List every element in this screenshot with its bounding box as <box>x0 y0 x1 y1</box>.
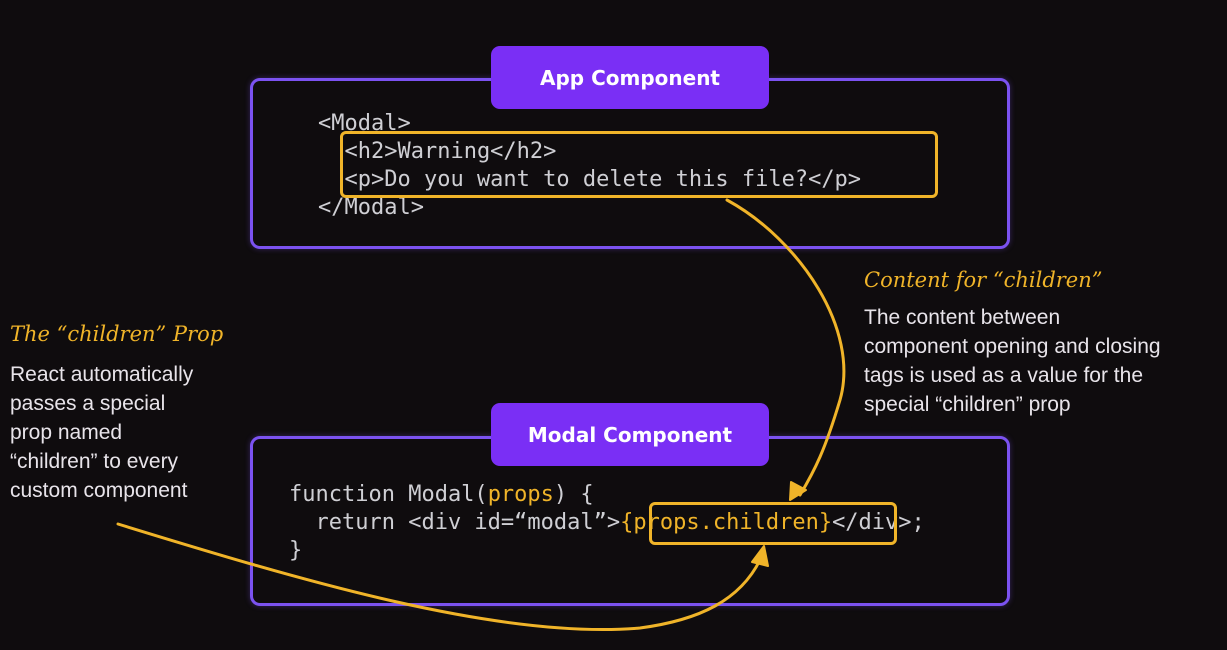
children-content-highlight <box>340 131 938 198</box>
children-prop-to-code-arrow <box>116 522 762 632</box>
content-to-children-arrow <box>725 198 846 497</box>
app-code-line-4: </Modal> <box>318 195 424 220</box>
children-prop-note-body: React automatically passes a special pro… <box>10 363 194 502</box>
modal-code-line-2-suffix: </div>; <box>832 510 925 535</box>
props-children-highlight <box>649 502 897 545</box>
app-component-badge: App Component <box>491 46 769 109</box>
content-for-children-note-body: The content between component opening an… <box>864 306 1161 416</box>
modal-code-line-2-prefix: return <div id=“modal”> <box>289 510 621 535</box>
modal-component-badge: Modal Component <box>491 403 769 466</box>
app-code-line-3: <p>Do you want to delete this file?</p> <box>318 167 862 192</box>
props-children-expression: {props.children} <box>620 510 833 535</box>
modal-code-line-1-prefix: function Modal( <box>289 482 488 507</box>
content-to-children-arrowhead <box>789 481 807 501</box>
children-prop-note-title: The “children” Prop <box>10 322 224 346</box>
content-for-children-note-title: Content for “children” <box>864 268 1103 292</box>
modal-code-line-1: function Modal(props) { <box>289 481 594 509</box>
modal-code-line-1-suffix: ) { <box>553 482 594 507</box>
props-param: props <box>487 482 554 507</box>
modal-code-line-2: return <div id=“modal”>{props.children}<… <box>289 509 925 537</box>
children-prop-arrowhead <box>751 545 769 567</box>
modal-code-line-3: } <box>289 538 303 563</box>
app-code-line-2: <h2>Warning</h2> <box>318 139 557 164</box>
